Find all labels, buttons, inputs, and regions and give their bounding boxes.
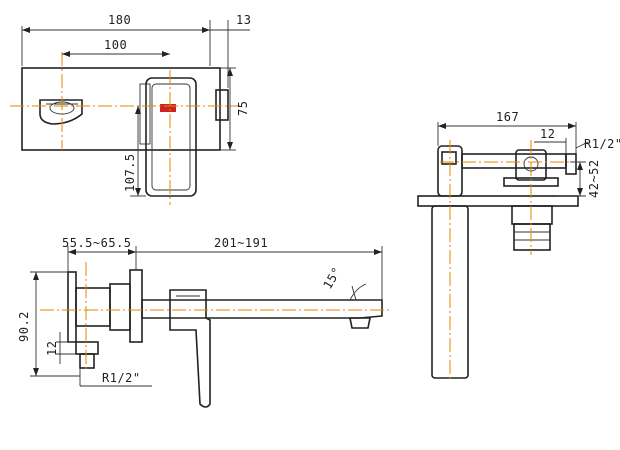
mount-ring xyxy=(109,283,131,331)
bracket xyxy=(511,205,553,225)
wall-plate xyxy=(21,67,221,151)
mount-plate xyxy=(417,195,579,207)
cover-plate xyxy=(129,269,143,343)
dim-rear-range: 42~52 xyxy=(587,159,601,198)
dim-plate-height: 75 xyxy=(236,101,250,116)
handle-inner xyxy=(151,83,191,191)
front-view: 180 13 100 75 107.5 xyxy=(10,13,251,205)
handle xyxy=(145,77,197,197)
dim-spout-reach: 201~191 xyxy=(214,236,268,250)
lever-handle xyxy=(169,289,211,408)
thread-label-rear: R1/2" xyxy=(584,137,620,151)
spout-outlet xyxy=(39,99,83,125)
valve-body xyxy=(75,287,111,327)
dim-wall-range: 55.5~65.5 xyxy=(62,236,132,250)
dim-overall-width: 180 xyxy=(108,13,131,27)
thread-label-side: R1/2" xyxy=(102,371,141,385)
dim-rear-length: 167 xyxy=(496,110,519,124)
wall-flange xyxy=(67,271,77,343)
bracket-lower xyxy=(513,223,551,251)
dim-angle: 15° xyxy=(320,264,344,291)
dim-rear-offset: 12 xyxy=(540,127,555,141)
handle-side xyxy=(139,83,151,145)
dim-height: 90.2 xyxy=(17,311,31,342)
brand-logo xyxy=(160,104,176,112)
dim-thread-offset: 12 xyxy=(45,341,59,356)
spout-tip xyxy=(349,317,371,329)
inlet-fitting xyxy=(75,341,99,355)
side-nut xyxy=(215,89,229,121)
dim-handle-height: 107.5 xyxy=(123,153,137,192)
dim-handle-depth: 13 xyxy=(236,13,251,27)
valve-pipe xyxy=(461,153,567,169)
spout xyxy=(141,299,383,319)
inlet-thread xyxy=(79,353,95,369)
stem-cap xyxy=(441,151,457,165)
rear-view: 167 12 R1/2" 42~52 xyxy=(417,110,620,380)
side-view: 55.5~65.5 201~191 15° 90.2 12 R1/2" xyxy=(17,236,392,408)
dim-spout-center: 100 xyxy=(104,38,127,52)
rear-inlet xyxy=(565,153,577,175)
